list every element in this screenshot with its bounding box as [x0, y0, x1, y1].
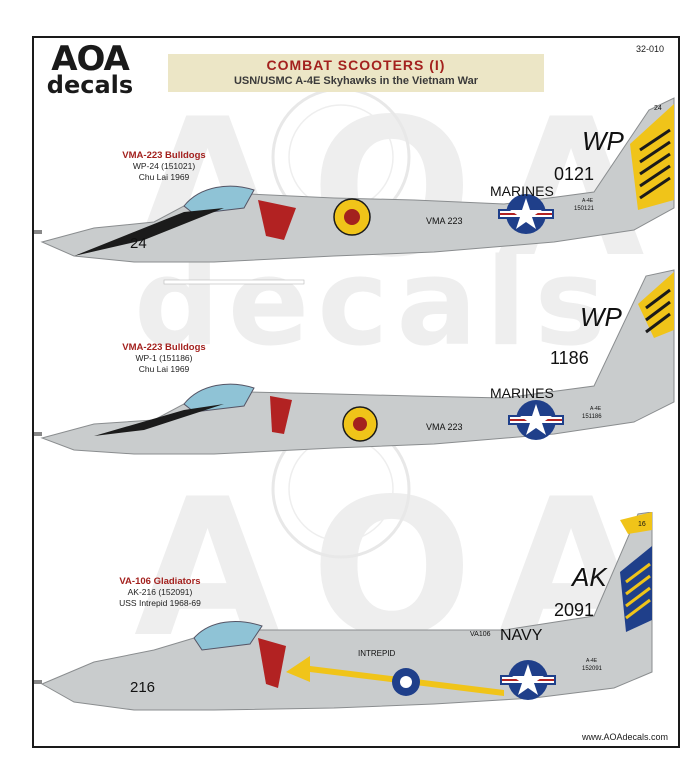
bureau-number: 151186 — [582, 414, 602, 420]
tail-cap — [620, 512, 652, 534]
service-marking: MARINES — [490, 183, 554, 199]
sheet-title: COMBAT SCOOTERS (I) — [266, 57, 446, 73]
bureau-number: 150121 — [574, 206, 595, 212]
squadron-marking: VMA 223 — [426, 422, 463, 432]
bureau-number: 152091 — [582, 666, 603, 672]
anti-glare-panel — [74, 208, 224, 256]
insignia-star — [510, 198, 542, 229]
unit-name: VMA-223 Bulldogs — [122, 150, 206, 161]
caption-aircraft-3: VA-106 Gladiators AK-216 (152091) USS In… — [92, 576, 228, 609]
insignia-center — [400, 676, 412, 688]
squadron-marking: VA106 — [470, 631, 491, 638]
rudder-chevrons — [645, 288, 671, 334]
insignia-star — [512, 664, 544, 695]
sheet-code: 32-010 — [635, 44, 664, 54]
stencil-strip — [163, 279, 305, 285]
anti-glare-panel — [94, 404, 224, 436]
type-tag: A-4E — [590, 406, 602, 412]
service-marking: MARINES — [490, 385, 554, 401]
aircraft-code: WP-1 (151186) — [135, 353, 193, 363]
brand-logo: AOA decals — [42, 39, 138, 99]
refuel-probe — [34, 680, 42, 684]
title-banner: COMBAT SCOOTERS (I) USN/USMC A-4E Skyhaw… — [168, 54, 544, 92]
aircraft-place: Chu Lai 1969 — [138, 364, 190, 374]
tail-number: 2091 — [554, 600, 594, 620]
intake-warning-triangle — [258, 200, 296, 240]
brand-logo-bottom: decals — [46, 70, 134, 99]
decal-sheet: AOA decals AOA AOA decals COMBAT SCOOTER… — [32, 36, 680, 748]
nose-number: 24 — [130, 235, 147, 252]
footer-url: www.AOAdecals.com — [581, 732, 668, 742]
service-marking: NAVY — [500, 627, 543, 644]
fuselage-arrow — [286, 656, 504, 696]
tail-code: WP — [582, 126, 625, 156]
rudder-chevrons — [639, 128, 671, 200]
caption-aircraft-1: VMA-223 Bulldogs WP-24 (151021) Chu Lai … — [104, 150, 224, 183]
brand-logo-top: AOA — [51, 39, 130, 79]
aircraft-profile-2: WP 1186 MARINES VMA 223 A-4E 151186 — [34, 269, 675, 455]
insignia-center — [344, 209, 360, 225]
unit-name: VMA-223 Bulldogs — [122, 342, 206, 353]
aircraft-code: WP-24 (151021) — [132, 161, 196, 171]
ship-name: INTREPID — [358, 649, 396, 658]
tail-number: 1186 — [550, 348, 589, 368]
insignia-star — [520, 404, 552, 435]
caption-aircraft-2: VMA-223 Bulldogs WP-1 (151186) Chu Lai 1… — [104, 342, 224, 375]
canopy — [183, 383, 255, 413]
refuel-probe — [34, 432, 42, 436]
aircraft-place: USS Intrepid 1968-69 — [119, 598, 201, 608]
refuel-probe — [34, 230, 42, 234]
squadron-marking: VMA 223 — [426, 216, 463, 226]
aircraft-code: AK-216 (152091) — [127, 587, 193, 597]
canopy — [193, 621, 263, 651]
aircraft-profile-3: AK 2091 NAVY VA106 INTREPID 216 16 A-4E … — [34, 512, 653, 711]
canopy — [183, 185, 255, 215]
tail-code: AK — [570, 562, 608, 592]
unit-name: VA-106 Gladiators — [119, 576, 201, 587]
tail-code: WP — [580, 302, 623, 332]
tail-modex: 24 — [654, 105, 662, 112]
type-tag: A-4E — [582, 198, 594, 204]
aircraft-profile-1: WP 0121 MARINES VMA 223 24 24 A-4E 15012… — [34, 97, 675, 285]
nose-number: 216 — [130, 679, 155, 696]
aircraft-place: Chu Lai 1969 — [138, 172, 190, 182]
intake-warning-triangle — [258, 638, 286, 688]
intake-warning-panel — [270, 396, 292, 434]
tail-number: 0121 — [554, 164, 594, 184]
rudder-stripes — [625, 562, 651, 620]
tail-modex: 16 — [638, 521, 646, 528]
rudder-stripes — [638, 272, 674, 338]
sheet-subtitle: USN/USMC A-4E Skyhawks in the Vietnam Wa… — [233, 75, 479, 87]
type-tag: A-4E — [586, 658, 598, 664]
insignia-center — [353, 417, 367, 431]
